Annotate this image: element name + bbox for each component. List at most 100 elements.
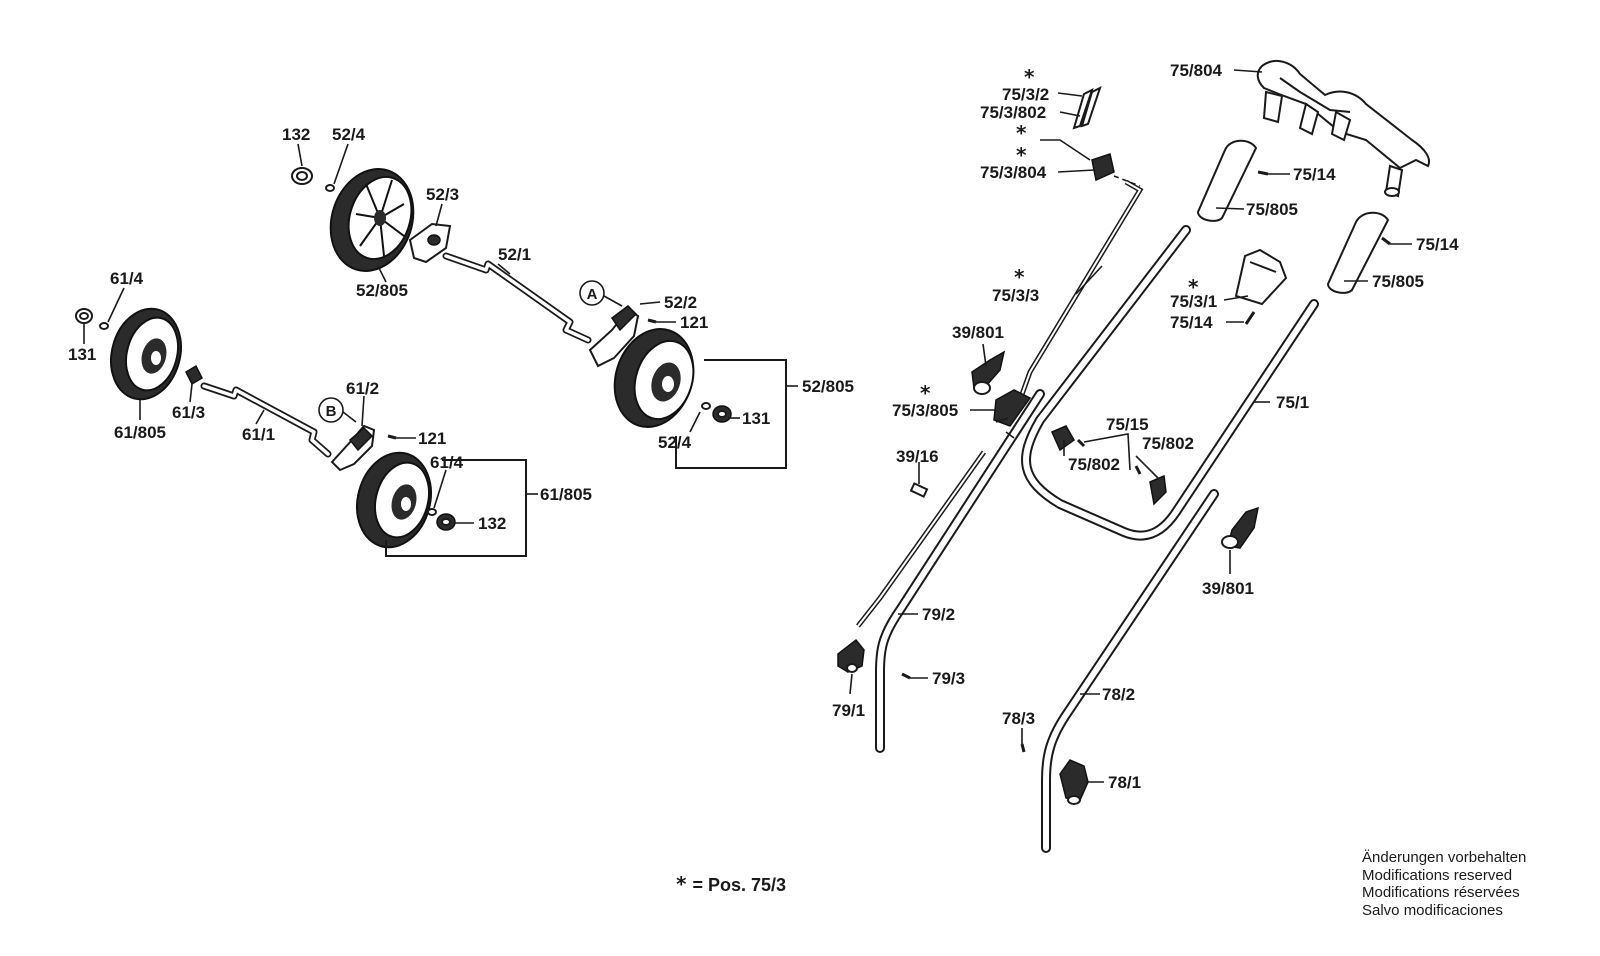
wheel-61-805-right — [356, 451, 432, 549]
handle-clamp-left — [1051, 425, 1075, 452]
callout-b-text: B — [326, 403, 337, 420]
star-knob-upper — [971, 350, 1006, 395]
label-79-3: 79/3 — [932, 669, 965, 688]
hub-cap-131-right — [712, 405, 732, 423]
wheel-61-805-left — [110, 307, 182, 401]
label-39-16: 39/16 — [896, 447, 939, 466]
label-61-2: 61/2 — [346, 379, 379, 398]
label-52-1: 52/1 — [498, 245, 531, 264]
label-61-1: 61/1 — [242, 425, 275, 444]
screw-121-lower — [387, 434, 397, 440]
clamp-79-1 — [837, 638, 865, 673]
screw-75-14-a — [1257, 170, 1269, 176]
screw-75-14-c — [1244, 311, 1256, 325]
label-61-805-b: 61/805 — [540, 485, 592, 504]
leader-lines — [83, 69, 1412, 783]
star-75-3-1: * — [1188, 275, 1199, 299]
star-knob-lower — [1221, 506, 1259, 549]
label-75-804: 75/804 — [1170, 61, 1223, 80]
label-52-805-a: 52/805 — [356, 281, 408, 300]
screw-79-3 — [901, 672, 911, 680]
label-39-801-b: 39/801 — [1202, 579, 1254, 598]
label-61-4-b: 61/4 — [430, 453, 464, 472]
star-75-3-2: * — [1024, 65, 1035, 89]
label-131-b: 131 — [68, 345, 96, 364]
cable-adjuster — [993, 389, 1032, 427]
handle-sleeve-upper — [1196, 139, 1258, 222]
star-75-3-3: * — [1014, 265, 1025, 289]
washer-52-4-lower — [701, 402, 711, 410]
label-52-4-b: 52/4 — [658, 433, 692, 452]
hub-cap-132-upper — [291, 167, 313, 185]
label-39-801-a: 39/801 — [952, 323, 1004, 342]
label-75-3-805: 75/3/805 — [892, 401, 958, 420]
label-79-2: 79/2 — [922, 605, 955, 624]
top-handle-bar — [1256, 59, 1430, 198]
label-75-3-804: 75/3/804 — [980, 163, 1047, 182]
part-labels: 75/804 75/3/2 75/3/802 75/3/804 75/14 75… — [68, 61, 1459, 792]
screw-75-15 — [1076, 438, 1142, 475]
bowden-cable — [856, 179, 1144, 628]
label-132-a: 132 — [282, 125, 310, 144]
label-52-4-a: 52/4 — [332, 125, 366, 144]
star-75-3-802: * — [1016, 121, 1027, 145]
rear-axle-rod — [442, 252, 592, 344]
callout-a: A — [579, 280, 623, 307]
label-52-2: 52/2 — [664, 293, 697, 312]
label-75-3-1: 75/3/1 — [1170, 292, 1217, 311]
label-52-805-b: 52/805 — [802, 377, 854, 396]
label-75-14-a: 75/14 — [1293, 165, 1336, 184]
star-75-3-804: * — [1016, 143, 1027, 167]
lower-tube-right — [1041, 489, 1219, 853]
wheel-52-805-right — [613, 328, 695, 428]
handle-clamp-right — [1149, 474, 1167, 506]
axle-bearing-52-3 — [408, 222, 452, 264]
washer-52-4-upper — [325, 184, 335, 192]
label-75-3-2: 75/3/2 — [1002, 85, 1049, 104]
front-axle-rod — [200, 382, 332, 458]
washer-61-4-right — [427, 508, 437, 516]
note-de: Änderungen vorbehalten — [1362, 849, 1527, 866]
clamp-78-1 — [1059, 759, 1089, 805]
wheel-52-805-upper — [329, 168, 415, 272]
handle-sleeve-right — [1326, 211, 1390, 294]
position-note: *= Pos. 75/3 — [676, 872, 786, 896]
lever-75-3-1 — [1234, 248, 1288, 306]
screw-121-upper — [647, 318, 657, 324]
label-75-802-a: 75/802 — [1142, 434, 1194, 453]
screw-78-3 — [1020, 743, 1026, 753]
label-61-3: 61/3 — [172, 403, 205, 422]
label-75-15: 75/15 — [1106, 415, 1149, 434]
label-61-4-a: 61/4 — [110, 269, 144, 288]
label-121-b: 121 — [418, 429, 446, 448]
cable-connector — [1091, 153, 1141, 187]
star-75-3-805: * — [920, 381, 931, 405]
label-75-14-c: 75/14 — [1170, 313, 1213, 332]
label-75-14-b: 75/14 — [1416, 235, 1459, 254]
modification-notes: Änderungen vorbehalten Modifications res… — [1362, 849, 1526, 919]
height-bracket-61-2 — [330, 424, 376, 472]
cable-clip-75-3-2 — [1072, 86, 1102, 130]
callout-a-text: A — [587, 286, 598, 303]
label-75-805-b: 75/805 — [1372, 272, 1424, 291]
label-78-3: 78/3 — [1002, 709, 1035, 728]
washer-61-4-left — [99, 322, 109, 330]
group-bracket-52-805 — [675, 359, 787, 469]
label-75-3-802: 75/3/802 — [980, 103, 1046, 122]
label-132-b: 132 — [478, 514, 506, 533]
hub-cap-131-left — [75, 308, 93, 324]
label-75-802-b: 75/802 — [1068, 455, 1120, 474]
label-61-805-a: 61/805 — [114, 423, 166, 442]
label-79-1: 79/1 — [832, 701, 865, 720]
callout-b: B — [318, 397, 357, 423]
label-75-3-3: 75/3/3 — [992, 286, 1039, 305]
main-u-handle — [1021, 225, 1319, 541]
position-note-text: = Pos. 75/3 — [692, 875, 787, 895]
note-es: Salvo modificaciones — [1362, 901, 1503, 919]
label-78-2: 78/2 — [1102, 685, 1135, 704]
label-75-1: 75/1 — [1276, 393, 1309, 412]
hub-cap-132-lower — [436, 513, 456, 531]
label-52-3: 52/3 — [426, 185, 459, 204]
lower-tube-left — [875, 389, 1045, 753]
